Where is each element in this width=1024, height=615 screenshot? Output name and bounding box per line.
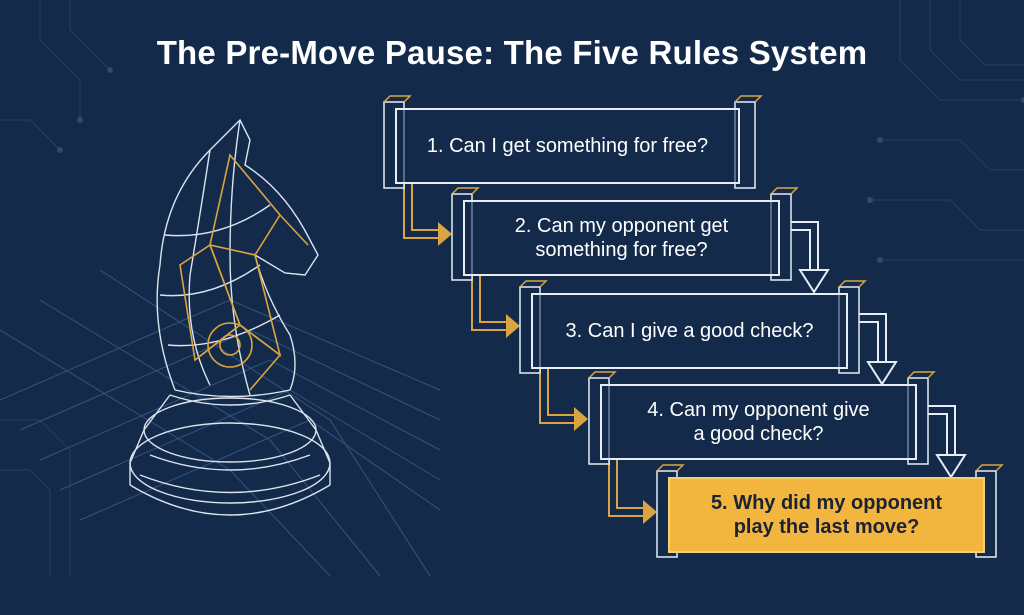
step-1-text: 1. Can I get something for free?	[426, 135, 709, 157]
connector-4-5	[608, 460, 643, 517]
step-5-text: 5. Why did my opponent play the last mov…	[710, 492, 943, 538]
diagram-canvas: The Pre-Move Pause: The Five Rules Syste…	[0, 0, 1024, 576]
step-1-box: 1. Can I get something for free?	[395, 108, 740, 184]
step-3-box: 3. Can I give a good check?	[531, 293, 848, 369]
step-4-text: 4. Can my opponent give a good check?	[647, 399, 870, 445]
step-3-text: 3. Can I give a good check?	[565, 320, 814, 342]
step-2-box: 2. Can my opponent get something for fre…	[463, 200, 780, 276]
step-5-box: 5. Why did my opponent play the last mov…	[668, 477, 985, 553]
diagram-title: The Pre-Move Pause: The Five Rules Syste…	[156, 34, 868, 71]
step-4-box: 4. Can my opponent give a good check?	[600, 384, 917, 460]
connector-1-2	[403, 184, 438, 239]
connector-2-3	[471, 276, 506, 331]
chess-knight-icon	[129, 118, 331, 516]
step-2-text: 2. Can my opponent get something for fre…	[514, 215, 729, 261]
connector-3-4	[539, 369, 574, 424]
